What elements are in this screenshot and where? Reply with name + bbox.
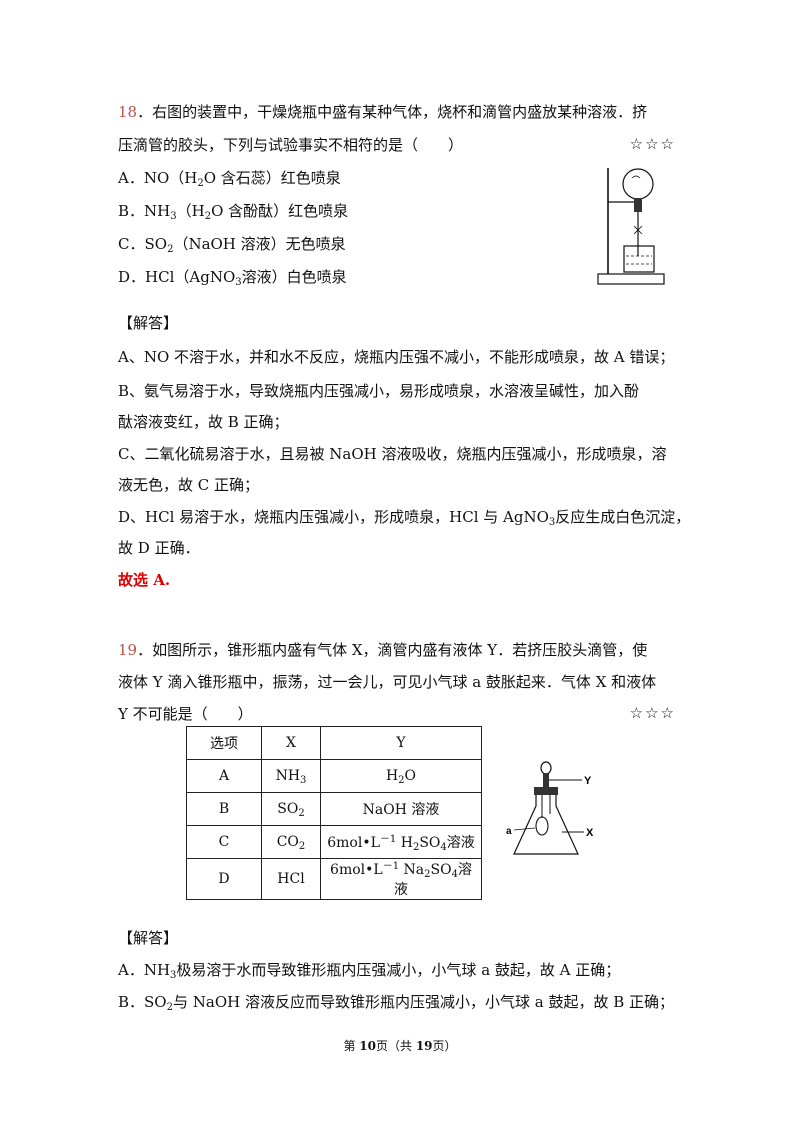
answer18-d-line1: D、HCl 易溶于水，烧瓶内压强减小，形成喷泉，HCl 与 AgNO3反应生成白… xyxy=(118,508,691,528)
q19-difficulty-stars: ☆☆☆ xyxy=(629,704,676,722)
q18-line2: 压滴管的胶头，下列与试验事实不相符的是（ ） xyxy=(118,136,464,154)
answer19-b: B．SO2与 NaOH 溶液反应而导致锥形瓶内压强减小，小气球 a 鼓起，故 B… xyxy=(118,993,675,1013)
table-header-row: 选项 X Y xyxy=(186,726,482,760)
answer19-a: A．NH3极易溶于水而导致锥形瓶内压强减小，小气球 a 鼓起，故 A 正确； xyxy=(118,961,621,981)
svg-text:X: X xyxy=(586,827,594,839)
table-row-d[interactable]: D HCl 6mol•L－1 Na2SO4溶液 xyxy=(186,858,482,900)
table-row-a[interactable]: A NH3 H2O xyxy=(186,759,482,793)
page-total: 19 xyxy=(415,1039,433,1053)
q18-number: 18 xyxy=(118,103,138,121)
answer19-header: 【解答】 xyxy=(118,929,179,947)
answer18-a: A、NO 不溶于水，并和水不反应，烧瓶内压强不减小，不能形成喷泉，故 A 错误； xyxy=(118,348,675,366)
svg-text:a: a xyxy=(506,826,512,837)
fountain-apparatus-figure xyxy=(597,168,665,285)
page-number: 10 xyxy=(359,1039,376,1053)
answer18-choice: 故选 A. xyxy=(118,571,171,589)
q19-number: 19 xyxy=(118,641,138,659)
q19-line2: 液体 Y 滴入锥形瓶中，振荡，过一会儿，可见小气球 a 鼓胀起来．气体 X 和液… xyxy=(118,673,657,691)
answer18-b-line1: B、氨气易溶于水，导致烧瓶内压强减小，易形成喷泉，水溶液呈碱性，加入酚 xyxy=(118,382,640,400)
answer18-c-line1: C、二氧化硫易溶于水，且易被 NaOH 溶液吸收，烧瓶内压强减小，形成喷泉，溶 xyxy=(118,445,667,463)
conical-flask-figure: Y a X xyxy=(506,761,594,855)
q18-line1: 18．右图的装置中，干燥烧瓶中盛有某种气体，烧杯和滴管内盛放某种溶液．挤 xyxy=(118,103,648,121)
q19-line1: 19．如图所示，锥形瓶内盛有气体 X，滴管内盛有液体 Y．若挤压胶头滴管，使 xyxy=(118,641,648,659)
answer18-c-line2: 液无色，故 C 正确； xyxy=(118,476,260,494)
svg-text:Y: Y xyxy=(584,775,592,787)
q19-options-table: 选项 X Y A NH3 H2O B SO2 NaOH 溶液 C CO2 6mo… xyxy=(186,726,482,900)
answer18-header: 【解答】 xyxy=(118,314,179,332)
table-row-b[interactable]: B SO2 NaOH 溶液 xyxy=(186,792,482,826)
page-footer: 第 10页（共 19页） xyxy=(343,1039,457,1053)
q18-option-d[interactable]: D．HCl（AgNO3溶液）白色喷泉 xyxy=(118,268,347,288)
q18-option-b[interactable]: B．NH3（H2O 含酚酞）红色喷泉 xyxy=(118,202,349,222)
q18-difficulty-stars: ☆☆☆ xyxy=(629,135,676,153)
answer18-d-line2: 故 D 正确． xyxy=(118,539,200,557)
q19-line3: Y 不可能是（ ） xyxy=(118,705,253,723)
q18-option-c[interactable]: C．SO2（NaOH 溶液）无色喷泉 xyxy=(118,235,346,255)
q18-option-a[interactable]: A．NO（H2O 含石蕊）红色喷泉 xyxy=(118,169,341,189)
answer18-b-line2: 酞溶液变红，故 B 正确； xyxy=(118,413,289,431)
table-row-c[interactable]: C CO2 6mol•L－1 H2SO4溶液 xyxy=(186,825,482,859)
